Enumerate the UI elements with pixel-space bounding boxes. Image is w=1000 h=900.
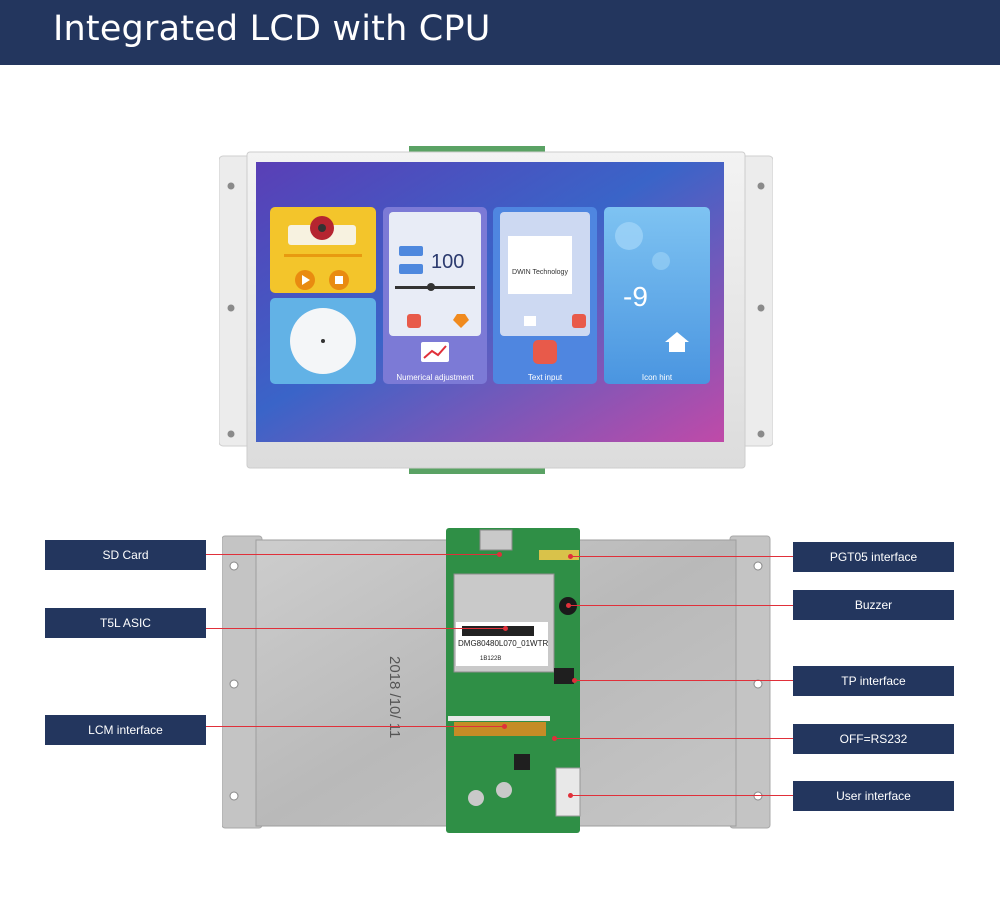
leader-line-pgt05: [570, 556, 793, 557]
date-stamp: 2018 /10/ 11: [386, 656, 403, 738]
leader-dot-pgt05: [568, 554, 573, 559]
leader-dot-user: [568, 793, 573, 798]
label-buzzer: Buzzer: [793, 590, 954, 620]
lcd-front-image: 100 Numerical adjustment DWIN Technology…: [219, 146, 773, 474]
leader-line-buzzer: [568, 605, 793, 606]
leader-dot-rs232: [552, 736, 557, 741]
leader-line-user: [570, 795, 793, 796]
chip-code: 1B122B: [480, 656, 501, 662]
tile-label-numerical: Numerical adjustment: [396, 373, 474, 382]
tile-label-icon: Icon hint: [642, 373, 673, 382]
leader-dot-t5l-asic: [503, 626, 508, 631]
label-tp-interface: TP interface: [793, 666, 954, 696]
leader-line-rs232: [554, 738, 793, 739]
leader-dot-sd-card: [497, 552, 502, 557]
label-t5l-asic: T5L ASIC: [45, 608, 206, 638]
leader-line-sd-card: [206, 554, 499, 555]
label-user-interface: User interface: [793, 781, 954, 811]
leader-dot-buzzer: [566, 603, 571, 608]
label-sd-card: SD Card: [45, 540, 206, 570]
dwin-label: DWIN Technology: [512, 269, 568, 276]
value-display: 100: [431, 251, 464, 273]
lcd-back-image: 2018 /10/ 11 DMG80480L070_01WTR 1B122B: [222, 528, 771, 833]
page-title: Integrated LCD with CPU: [53, 9, 491, 49]
leader-line-tp: [574, 680, 793, 681]
leader-dot-lcm: [502, 724, 507, 729]
leader-line-t5l-asic: [206, 628, 505, 629]
label-pgt05-interface: PGT05 interface: [793, 542, 954, 572]
chip-text: DMG80480L070_01WTR: [458, 639, 548, 648]
leader-dot-tp: [572, 678, 577, 683]
header-bar: Integrated LCD with CPU: [0, 0, 1000, 65]
temperature-display: -9: [623, 281, 648, 312]
label-off-rs232: OFF=RS232: [793, 724, 954, 754]
tile-label-text: Text input: [528, 373, 563, 382]
label-lcm-interface: LCM interface: [45, 715, 206, 745]
leader-line-lcm: [206, 726, 504, 727]
